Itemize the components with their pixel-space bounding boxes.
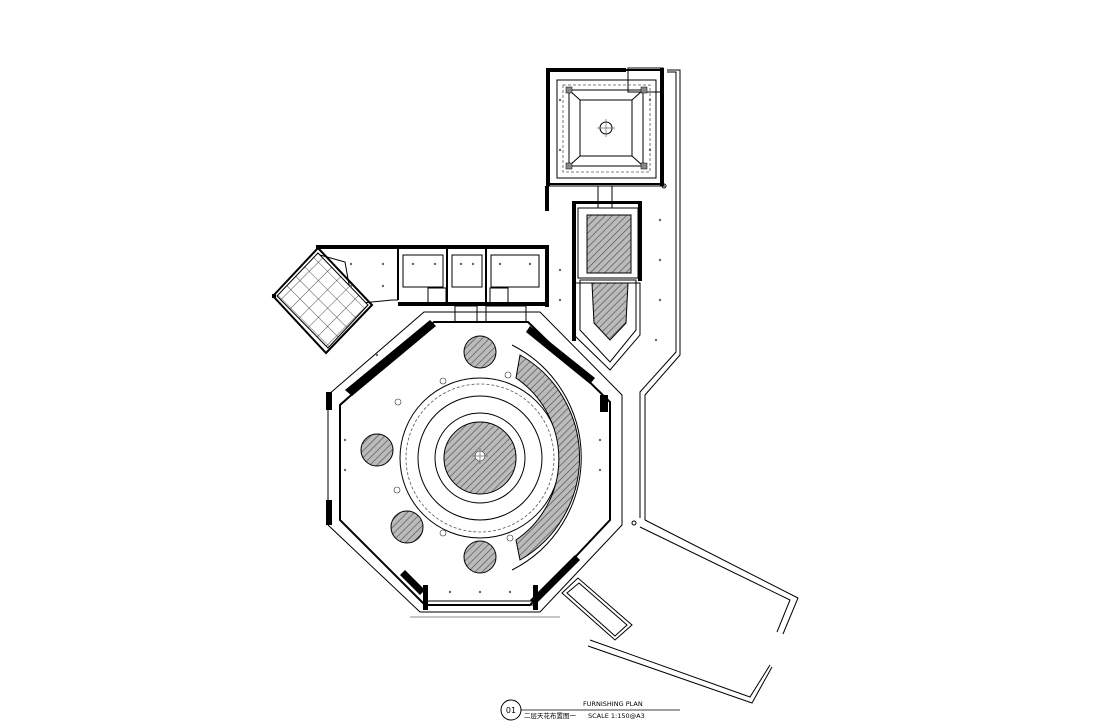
drawing-number: 01 <box>506 706 516 715</box>
corridor <box>545 69 681 520</box>
service-core <box>573 207 641 371</box>
drawing-title-en: FURNISHING PLAN <box>583 700 643 708</box>
upper-rooms <box>271 245 549 355</box>
octagon-hall <box>326 311 623 618</box>
drawing-scale: SCALE 1:150@A3 <box>588 712 645 720</box>
drawing-title-cn: 二层天花布置图一 <box>524 711 577 720</box>
north-room <box>546 67 667 189</box>
ceiling-lights <box>343 98 662 594</box>
title-block: 01 FURNISHING PLAN 二层天花布置图一 SCALE 1:150@… <box>500 699 680 721</box>
annex <box>561 519 799 704</box>
